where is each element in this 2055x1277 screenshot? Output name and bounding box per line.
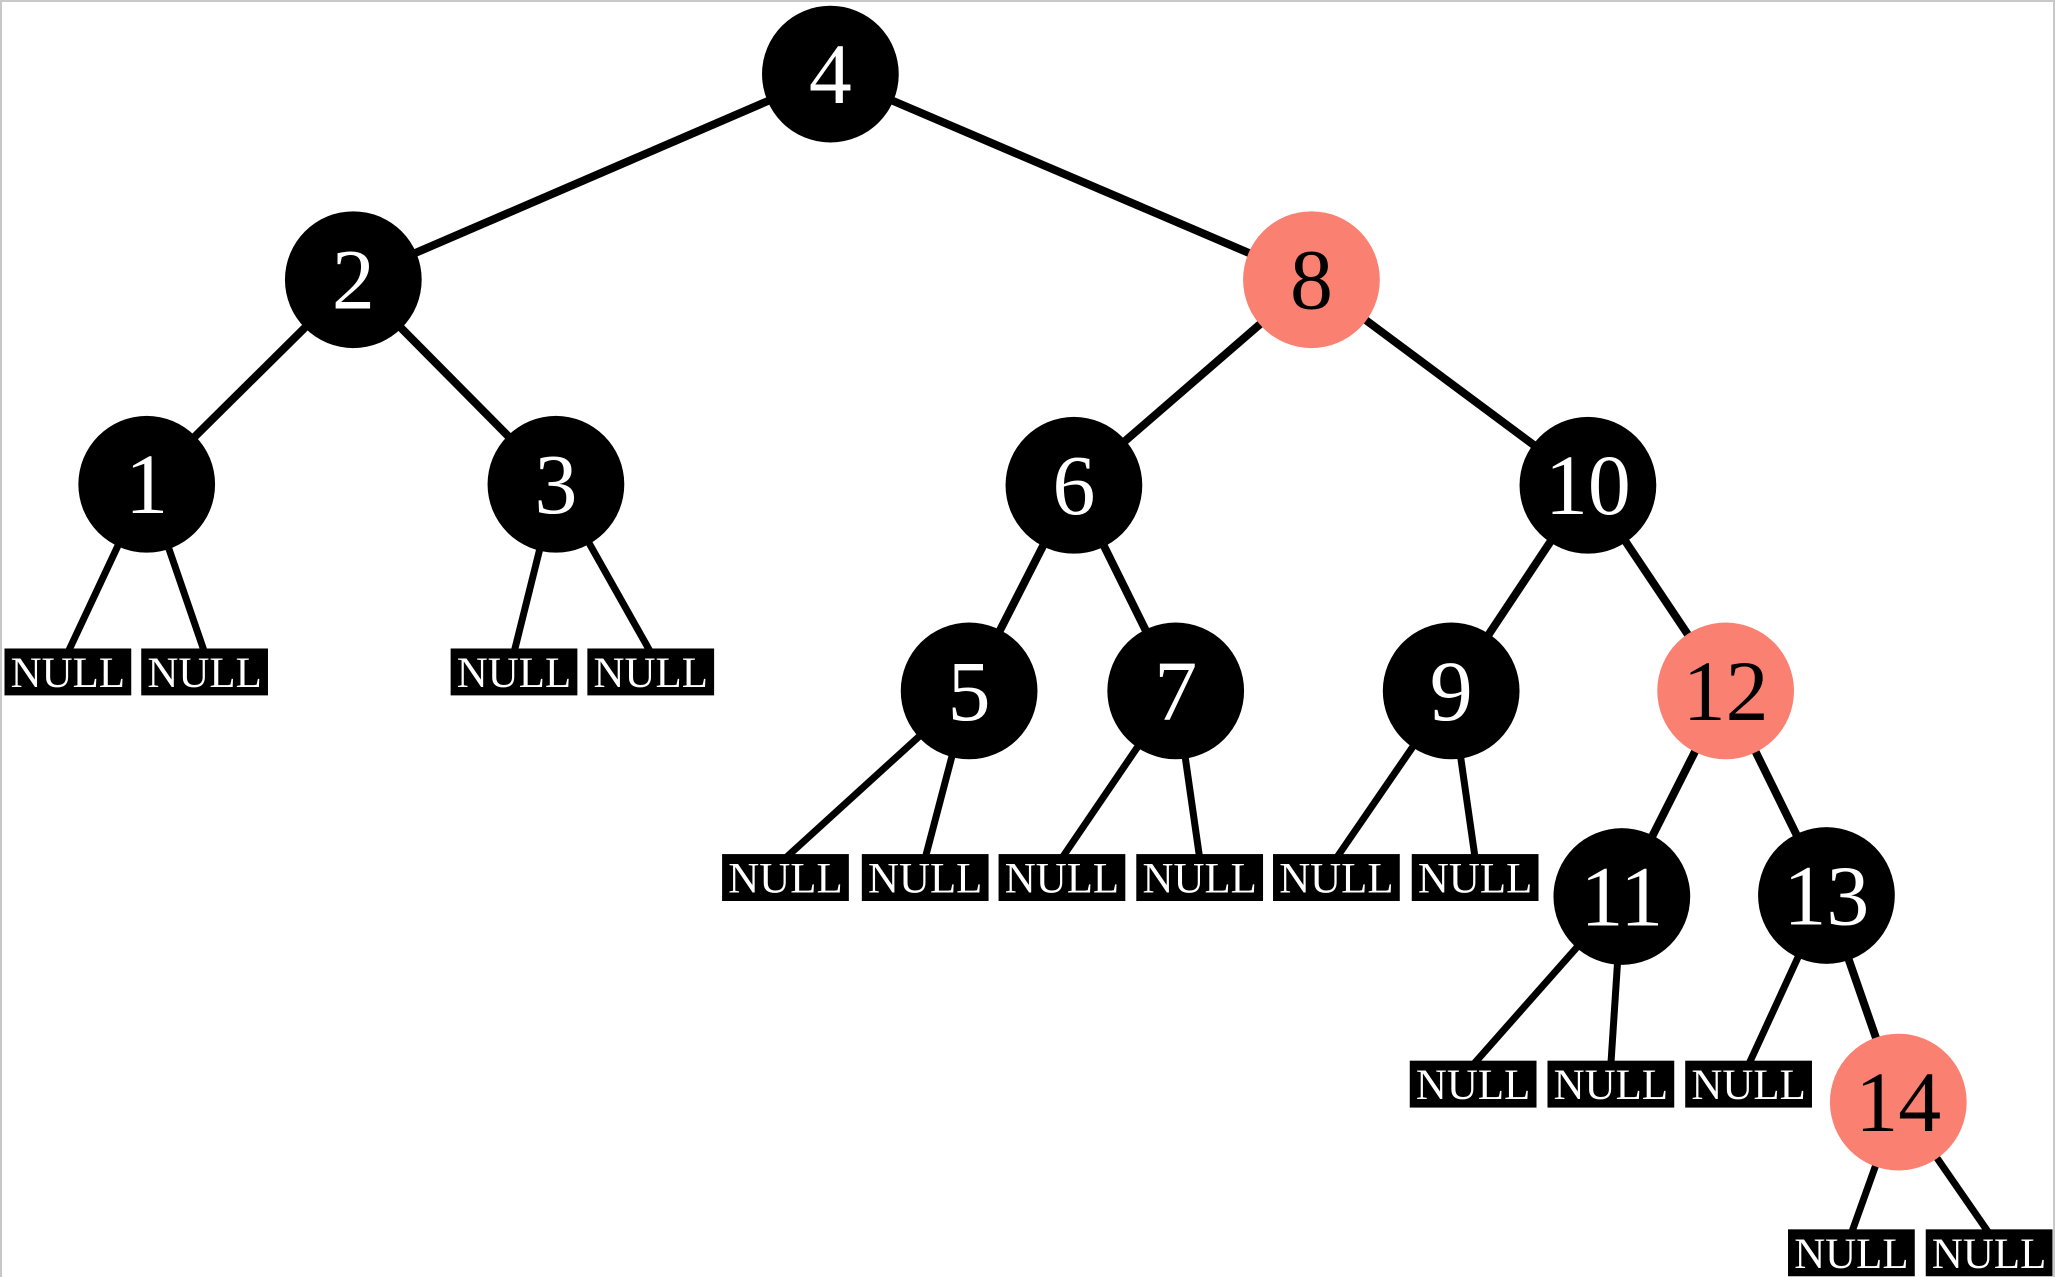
null-leaf-box-8 — [1273, 854, 1400, 901]
null-leaf-box-6 — [998, 854, 1126, 901]
tree-node-label-11: 11 — [1581, 849, 1664, 944]
tree-node-3 — [487, 415, 625, 553]
null-leaf-label-7: NULL — [1142, 856, 1256, 903]
null-leaf-box-5 — [861, 854, 989, 901]
tree-node-label-4: 4 — [809, 27, 852, 122]
null-leaf-box-0 — [4, 648, 132, 696]
tree-node-9 — [1382, 622, 1520, 760]
null-leaf-box-13 — [1788, 1229, 1915, 1277]
tree-node-5 — [900, 622, 1038, 760]
tree-node-14 — [1829, 1033, 1967, 1171]
tree-node-label-8: 8 — [1290, 233, 1333, 328]
null-leaf-label-8: NULL — [1279, 856, 1393, 903]
null-leaf-box-12 — [1685, 1060, 1812, 1108]
null-leaf-box-10 — [1409, 1060, 1537, 1108]
tree-node-label-12: 12 — [1683, 644, 1769, 739]
tree-node-10 — [1519, 416, 1657, 554]
tree-node-11 — [1553, 828, 1691, 965]
tree-node-label-6: 6 — [1052, 438, 1095, 533]
null-leaf-label-10: NULL — [1416, 1062, 1530, 1109]
null-leaf-box-1 — [141, 648, 268, 696]
tree-node-label-7: 7 — [1154, 644, 1197, 739]
null-leaf-label-13: NULL — [1794, 1231, 1908, 1277]
tree-node-8 — [1243, 211, 1380, 349]
null-leaf-label-11: NULL — [1554, 1062, 1668, 1109]
tree-node-label-10: 10 — [1545, 438, 1631, 533]
null-leaf-box-3 — [587, 648, 715, 696]
null-leaf-label-6: NULL — [1005, 856, 1119, 903]
tree-node-7 — [1107, 622, 1245, 760]
tree-node-label-14: 14 — [1855, 1055, 1941, 1150]
null-leaf-label-14: NULL — [1932, 1231, 2046, 1277]
null-leaf-box-11 — [1547, 1060, 1675, 1108]
null-leaf-box-7 — [1136, 854, 1264, 901]
tree-node-label-2: 2 — [332, 233, 375, 328]
tree-node-label-9: 9 — [1430, 644, 1473, 739]
null-leaf-label-5: NULL — [868, 856, 982, 903]
tree-node-4 — [762, 5, 899, 143]
null-leaf-label-9: NULL — [1418, 856, 1532, 903]
null-leaf-label-0: NULL — [11, 650, 125, 697]
tree-node-label-3: 3 — [534, 437, 577, 532]
tree-node-label-13: 13 — [1784, 848, 1870, 943]
tree-node-13 — [1758, 827, 1895, 964]
null-leaf-label-4: NULL — [728, 856, 842, 903]
tree-node-1 — [78, 415, 216, 553]
tree-edge-4-2 — [351, 70, 832, 284]
tree-node-label-5: 5 — [948, 644, 991, 739]
null-leaf-label-2: NULL — [457, 650, 571, 697]
tree-edge-4-8 — [828, 70, 1314, 284]
tree-node-label-1: 1 — [125, 437, 168, 532]
tree-node-2 — [284, 211, 422, 349]
tree-node-6 — [1005, 416, 1143, 554]
null-leaf-box-9 — [1411, 854, 1539, 901]
tree-node-12 — [1657, 622, 1795, 760]
null-leaf-label-1: NULL — [147, 650, 261, 697]
null-leaf-box-14 — [1925, 1229, 2053, 1277]
null-leaf-box-4 — [722, 854, 849, 901]
null-leaf-label-3: NULL — [594, 650, 708, 697]
null-leaf-box-2 — [450, 648, 578, 696]
null-leaf-label-12: NULL — [1691, 1062, 1805, 1109]
